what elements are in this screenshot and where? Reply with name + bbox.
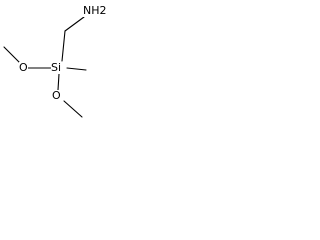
bond-lines <box>3 16 87 118</box>
atom-label-si: Si <box>51 61 62 74</box>
atom-label-o-left: O <box>19 61 28 74</box>
atom-text-nh2: NH2 <box>83 4 107 17</box>
structure-diagram: NH2 Si O O <box>0 0 121 131</box>
bond-o-bottom-methyl <box>63 100 83 118</box>
atom-label-nh2: NH2 <box>83 5 107 17</box>
bond-si-methyl <box>66 67 87 71</box>
bond-nh2-ch2 <box>64 16 85 32</box>
bond-si-o-bottom <box>57 73 60 91</box>
bond-o-left-methyl <box>3 46 21 64</box>
bond-ch2-si <box>61 30 66 62</box>
atom-label-o-bottom: O <box>52 89 61 102</box>
